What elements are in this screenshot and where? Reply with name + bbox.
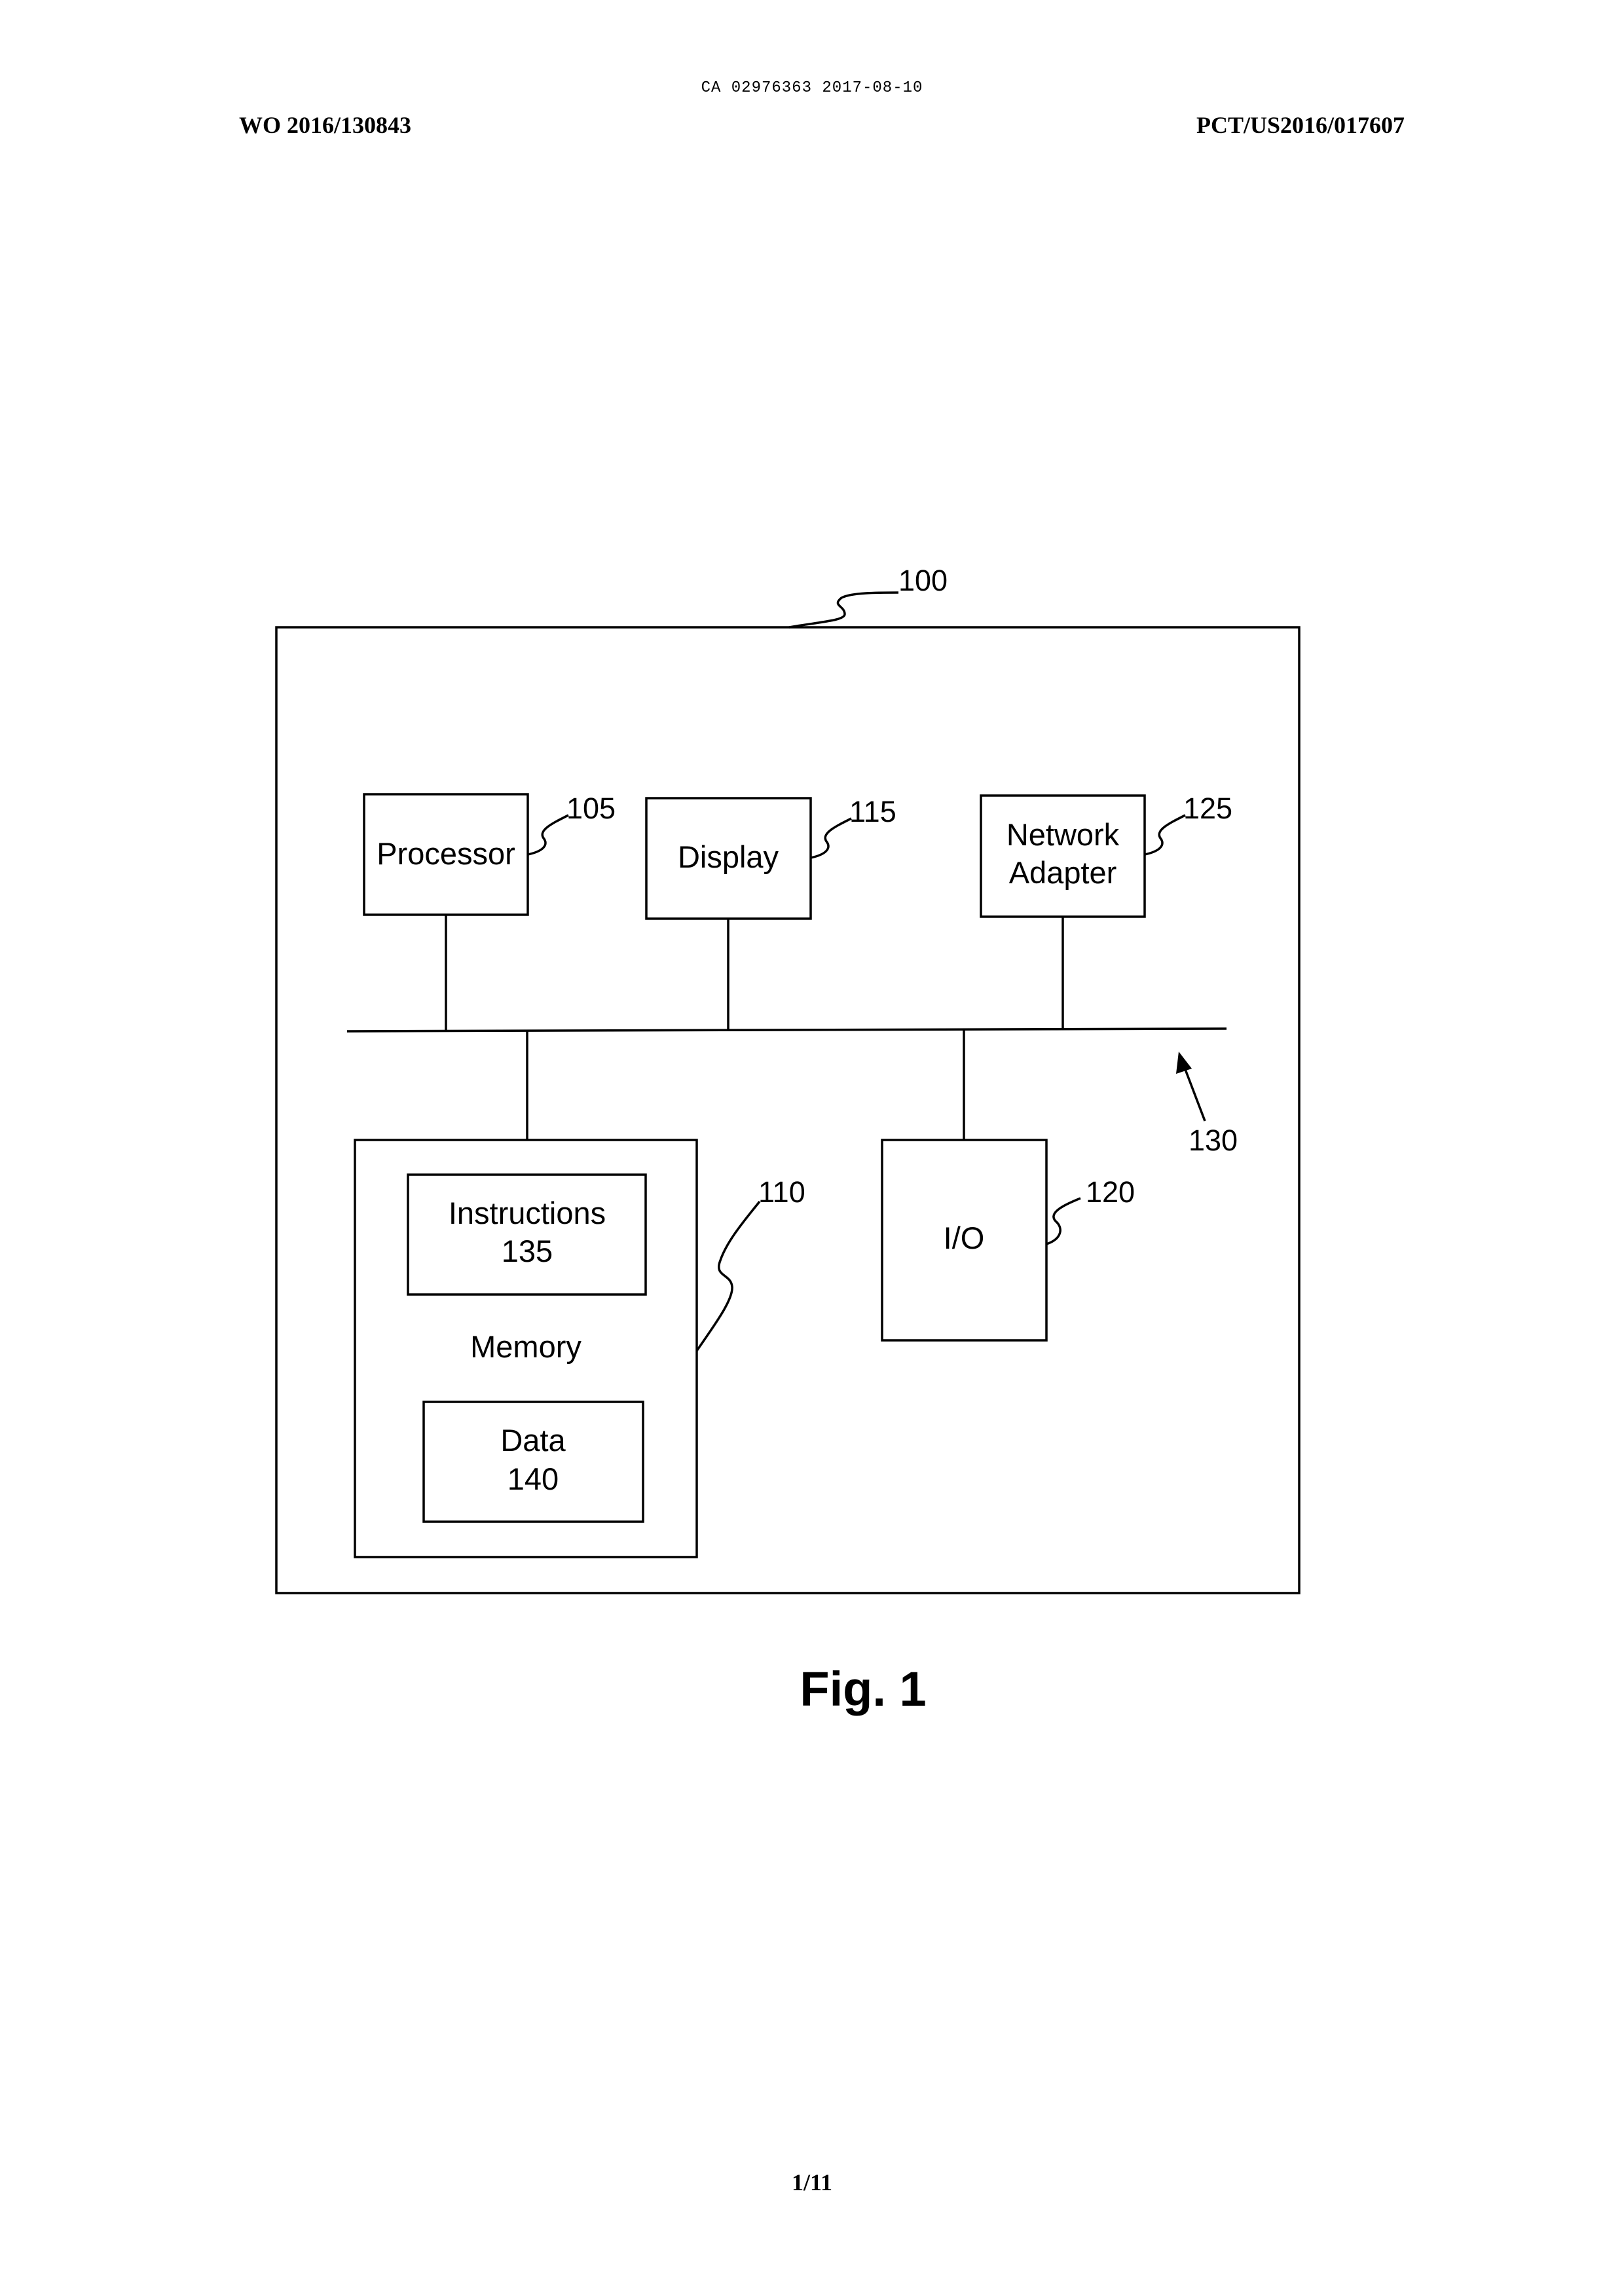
- processor-ref: 105: [566, 792, 616, 825]
- memory-ref: 110: [758, 1175, 805, 1209]
- system-box: [276, 627, 1299, 1593]
- instructions-label: Instructions: [449, 1196, 606, 1230]
- processor-label: Processor: [377, 836, 515, 871]
- network-adapter-label-line2: Adapter: [1009, 855, 1117, 890]
- processor-ref-leader: [528, 815, 568, 854]
- display-ref-leader: [811, 818, 851, 858]
- display-ref: 115: [849, 795, 896, 828]
- display-label: Display: [678, 839, 779, 874]
- page-number: 1/11: [0, 2169, 1624, 2196]
- memory-ref-leader: [697, 1202, 760, 1351]
- bus-ref: 130: [1189, 1124, 1238, 1157]
- network-adapter-label-line1: Network: [1006, 817, 1120, 852]
- bus-ref-arrow-shaft: [1184, 1066, 1205, 1121]
- system-bus: [347, 1029, 1227, 1031]
- io-ref-leader: [1046, 1198, 1080, 1244]
- io-label: I/O: [944, 1221, 985, 1255]
- data-ref: 140: [507, 1461, 559, 1496]
- figure-caption: Fig. 1: [800, 1662, 926, 1716]
- io-ref: 120: [1086, 1175, 1135, 1209]
- bus-ref-arrowhead: [1176, 1052, 1192, 1074]
- memory-label: Memory: [470, 1329, 581, 1364]
- instructions-ref: 135: [502, 1234, 553, 1268]
- system-ref-leader: [789, 593, 898, 627]
- network-adapter-ref-leader: [1145, 815, 1185, 854]
- data-label: Data: [500, 1423, 566, 1458]
- system-ref: 100: [898, 564, 948, 597]
- network-adapter-ref: 125: [1183, 792, 1232, 825]
